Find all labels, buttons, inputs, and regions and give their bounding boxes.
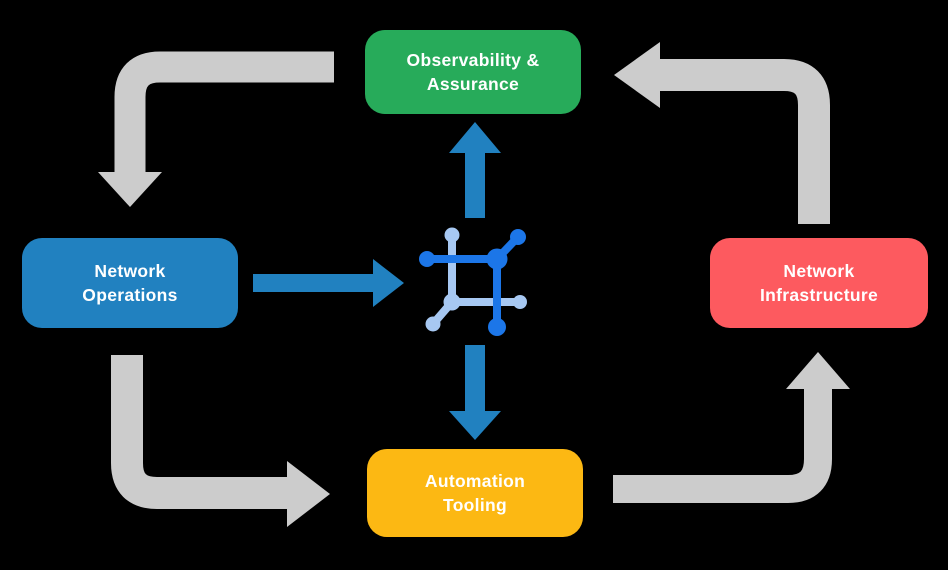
arrow-shaft: [613, 387, 832, 503]
flow-arrow-center-to-automation: [449, 345, 501, 440]
node-operations-label-line2: Operations: [82, 285, 178, 305]
network-mesh-icon-dark-nodes: [419, 229, 526, 336]
arrow-head-down-icon: [449, 411, 501, 440]
node-operations-label-line1: Network: [94, 261, 166, 281]
arrow-shaft: [111, 355, 289, 509]
node-infrastructure: Network Infrastructure: [710, 238, 928, 328]
node-observability: Observability & Assurance: [365, 30, 581, 114]
arrow-head-down-icon: [98, 172, 162, 207]
node-automation: Automation Tooling: [367, 449, 583, 537]
node-observability-label-line1: Observability &: [406, 50, 540, 70]
arrow-head-right-icon: [287, 461, 330, 527]
flow-arrow-operations-to-automation: [111, 355, 330, 527]
network-mesh-icon: [419, 227, 527, 336]
arrow-head-left-icon: [614, 42, 660, 108]
flow-arrow-operations-to-center: [253, 259, 404, 307]
arrow-shaft: [114, 51, 334, 175]
network-mesh-icon-light-nodes: [425, 227, 527, 332]
flow-arrow-infrastructure-to-observability: [614, 42, 830, 224]
node-automation-label-line2: Tooling: [443, 495, 507, 515]
flow-arrow-center-to-observability: [449, 122, 501, 218]
node-infrastructure-label-line2: Infrastructure: [760, 285, 878, 305]
node-infrastructure-label-line1: Network: [783, 261, 855, 281]
node-automation-label-line1: Automation: [424, 471, 526, 491]
node-observability-label-line2: Assurance: [426, 74, 520, 94]
arrow-head-up-icon: [449, 122, 501, 153]
arrow-head-right-icon: [373, 259, 404, 307]
arrow-head-up-icon: [786, 352, 850, 389]
flow-arrow-observability-to-operations: [98, 51, 334, 207]
flow-arrow-automation-to-infrastructure: [613, 352, 850, 503]
arrow-shaft: [658, 59, 830, 224]
node-operations: Network Operations: [22, 238, 238, 328]
